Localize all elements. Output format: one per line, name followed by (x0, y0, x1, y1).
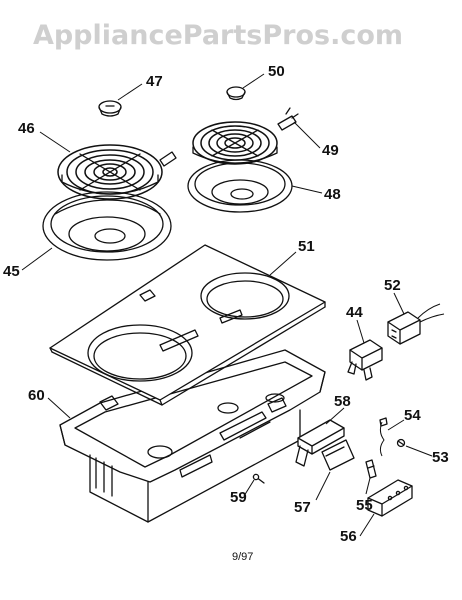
watermark-text: AppliancePartsPros.com (33, 20, 403, 51)
callout-48: 48 (324, 186, 341, 203)
callout-52: 52 (384, 277, 401, 294)
part-53-screw (396, 438, 406, 448)
part-44-receptacle (347, 339, 383, 381)
part-47-element-retainer (98, 100, 122, 117)
part-55-terminal (365, 459, 377, 479)
callout-57: 57 (294, 499, 311, 516)
part-45-large-drip-pan (42, 191, 172, 261)
part-57-switch-plate (321, 439, 355, 471)
callout-59: 59 (230, 489, 247, 506)
callout-labels: 47 46 50 49 48 51 45 52 44 60 58 54 53 5… (3, 63, 449, 545)
callout-44: 44 (346, 304, 363, 321)
part-50-element-retainer (226, 86, 246, 101)
part-48-small-drip-pan (187, 159, 293, 213)
part-59-screw (252, 473, 265, 484)
callout-60: 60 (28, 387, 45, 404)
part-52-terminal-block (387, 303, 445, 345)
callout-49: 49 (322, 142, 339, 159)
callout-53: 53 (432, 449, 449, 466)
callout-51: 51 (298, 238, 315, 255)
callout-54: 54 (404, 407, 421, 424)
part-56-terminal-block (367, 479, 413, 517)
leader-lines (21, 73, 433, 537)
callout-55: 55 (356, 497, 373, 514)
callout-50: 50 (268, 63, 285, 80)
callout-45: 45 (3, 263, 20, 280)
date-code: 9/97 (232, 551, 253, 563)
callout-58: 58 (334, 393, 351, 410)
part-46-large-surface-element (57, 144, 177, 200)
callout-47: 47 (146, 73, 163, 90)
part-54-wire-lead (379, 417, 388, 457)
part-51-cooktop-panel (49, 244, 326, 406)
callout-46: 46 (18, 120, 35, 137)
callout-56: 56 (340, 528, 357, 545)
part-49-small-surface-element (192, 107, 299, 165)
